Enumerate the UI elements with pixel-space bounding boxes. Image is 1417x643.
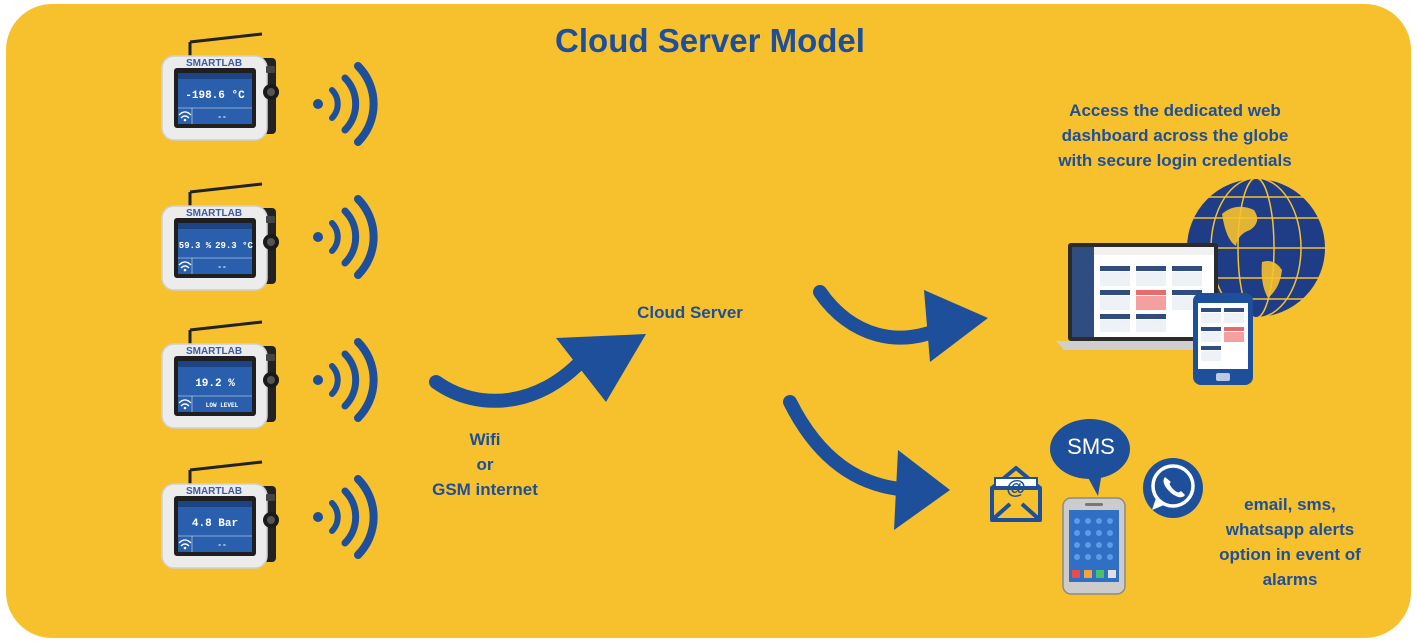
- laptop-icon: [1056, 243, 1230, 350]
- alerts-line-2: whatsapp alerts: [1225, 520, 1355, 539]
- device-2: SMARTLAB 59.3 % 29.3 °C --: [160, 182, 281, 292]
- device-4-sub: --: [217, 541, 227, 550]
- smartphone-icon: [1193, 293, 1253, 385]
- device-3-reading: 19.2 %: [195, 378, 235, 390]
- sms-bubble-label: SMS: [1067, 434, 1115, 459]
- alerts-label: email, sms, whatsapp alerts option in ev…: [1190, 492, 1390, 592]
- globe-icon: [1185, 177, 1327, 319]
- alerts-line-1: email, sms,: [1244, 495, 1336, 514]
- page-title: Cloud Server Model: [555, 22, 865, 59]
- connection-line-1: Wifi: [469, 430, 501, 449]
- device-1: SMARTLAB -198.6 °C --: [160, 32, 281, 142]
- device-4-brand: SMARTLAB: [186, 486, 242, 497]
- device-3-sub: LOW LEVEL: [206, 402, 239, 409]
- device-2-brand: SMARTLAB: [186, 208, 242, 219]
- connection-label: Wifi or GSM internet: [400, 427, 570, 502]
- device-3: SMARTLAB 19.2 % LOW LEVEL: [160, 320, 281, 430]
- web-access-label: Access the dedicated web dashboard acros…: [1010, 98, 1340, 173]
- device-2-reading-a: 59.3 %: [179, 241, 212, 251]
- mobile-phone-icon: [1062, 497, 1126, 595]
- email-icon: @: [990, 466, 1042, 522]
- svg-text:@: @: [1006, 477, 1026, 499]
- wifi-signal-icon: [313, 66, 374, 142]
- device-3-brand: SMARTLAB: [186, 346, 242, 357]
- curved-arrow-icon: [783, 395, 950, 530]
- curved-arrow-icon: [429, 334, 646, 408]
- wifi-signal-icon: [313, 199, 374, 275]
- device-1-reading: -198.6 °C: [185, 90, 245, 102]
- alerts-line-4: alarms: [1262, 570, 1318, 589]
- alerts-line-3: option in event of: [1219, 545, 1361, 564]
- device-1-brand: SMARTLAB: [186, 58, 242, 69]
- web-access-line-2: dashboard across the globe: [1061, 126, 1289, 145]
- wifi-signal-icon: [313, 479, 374, 555]
- connection-line-3: GSM internet: [432, 480, 538, 499]
- connection-line-2: or: [476, 455, 494, 474]
- wifi-signal-icon: [313, 342, 374, 418]
- whatsapp-icon: [1143, 458, 1203, 518]
- sms-bubble-icon: [1050, 419, 1130, 496]
- web-access-line-1: Access the dedicated web: [1069, 101, 1281, 120]
- device-2-reading-b: 29.3 °C: [215, 241, 253, 251]
- web-access-line-3: with secure login credentials: [1058, 151, 1292, 170]
- device-1-sub: --: [217, 113, 227, 122]
- cloud-server-label: Cloud Server: [637, 303, 743, 322]
- device-4: SMARTLAB 4.8 Bar --: [160, 460, 281, 570]
- curved-arrow-icon: [813, 285, 988, 362]
- device-2-sub: --: [217, 263, 227, 272]
- device-4-reading: 4.8 Bar: [192, 518, 238, 530]
